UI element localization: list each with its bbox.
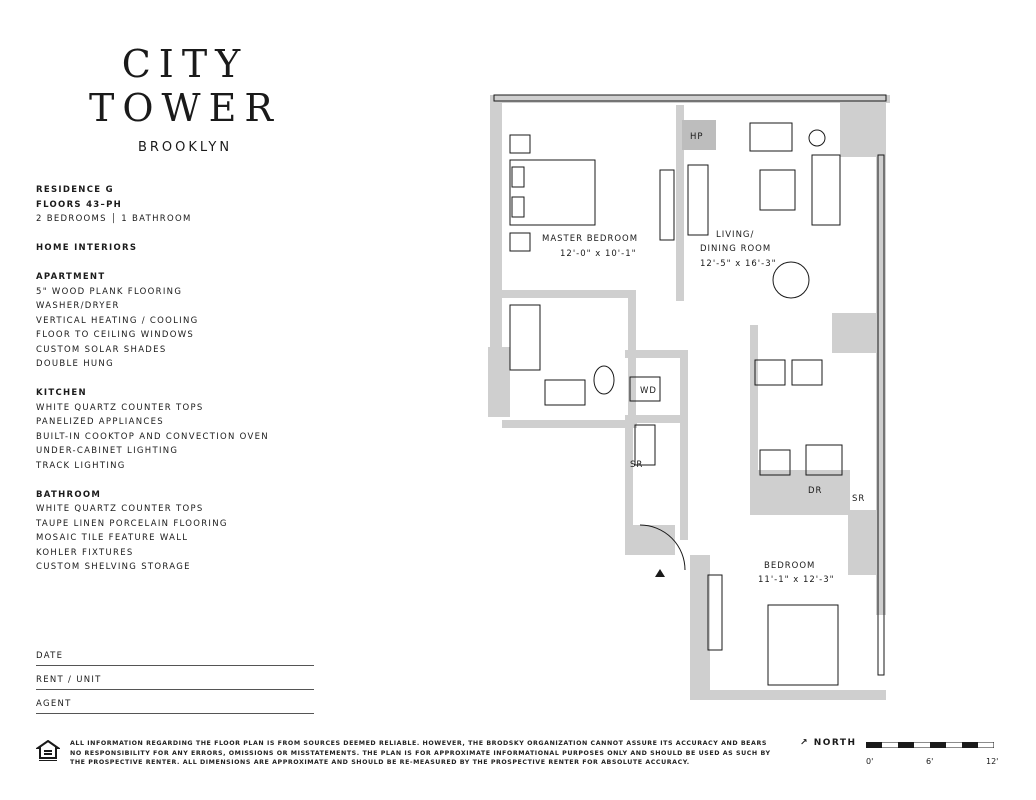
- bedroom-dim: 11'-1" x 12'-3": [758, 575, 835, 585]
- north-indicator: ↗ NORTH: [800, 738, 857, 748]
- apartment-item: WASHER/DRYER: [36, 301, 120, 311]
- date-label: DATE: [36, 651, 64, 661]
- scale-label-0: 0': [866, 757, 874, 766]
- apartment-item: DOUBLE HUNG: [36, 359, 114, 369]
- bathroom-item: KOHLER FIXTURES: [36, 547, 134, 558]
- living-label-2: DINING ROOM: [700, 244, 771, 254]
- kitchen-item: UNDER-CABINET LIGHTING: [36, 446, 179, 456]
- residence-rooms: 2 BEDROOMS │ 1 BATHROOM: [36, 214, 192, 224]
- bathroom-item: MOSAIC TILE FEATURE WALL: [36, 533, 189, 543]
- north-label: NORTH: [813, 738, 857, 748]
- kitchen-item: PANELIZED APPLIANCES: [36, 417, 164, 427]
- sr-label-1: SR: [630, 460, 643, 470]
- bedroom-label: BEDROOM: [764, 561, 815, 571]
- north-arrow-icon: ↗: [800, 738, 810, 748]
- entry-arrow-icon: [655, 569, 665, 577]
- kitchen-heading: KITCHEN: [36, 388, 87, 398]
- wd-label: WD: [640, 386, 657, 396]
- logo-city: CITY: [121, 42, 249, 86]
- scale-label-6: 6': [926, 757, 934, 766]
- residence-info: RESIDENCE G FLOORS 43–PH 2 BEDROOMS │ 1 …: [36, 183, 336, 575]
- dr-label: DR: [808, 486, 822, 496]
- logo-tower: TOWER: [89, 86, 281, 130]
- bathroom-item: WHITE QUARTZ COUNTER TOPS: [36, 504, 204, 514]
- agent-field: AGENT: [36, 696, 314, 714]
- master-bedroom-label: MASTER BEDROOM: [542, 234, 638, 244]
- apartment-item: VERTICAL HEATING / COOLING: [36, 315, 199, 326]
- rent-unit-label: RENT / UNIT: [36, 675, 102, 685]
- living-label-1: LIVING/: [716, 230, 754, 240]
- date-field: DATE: [36, 648, 314, 666]
- kitchen-item: TRACK LIGHTING: [36, 460, 126, 471]
- bathroom-heading: BATHROOM: [36, 489, 102, 500]
- apartment-item: CUSTOM SOLAR SHADES: [36, 344, 167, 355]
- living-dim: 12'-5" x 16'-3": [700, 259, 777, 269]
- logo-brooklyn: BROOKLYN: [137, 140, 233, 155]
- equal-housing-icon: [36, 740, 60, 761]
- apartment-item: FLOOR TO CEILING WINDOWS: [36, 330, 195, 340]
- apartment-item: 5" WOOD PLANK FLOORING: [36, 286, 183, 297]
- apartment-heading: APARTMENT: [36, 272, 106, 282]
- floor-plan: MASTER BEDROOM 12'-0" x 10'-1" LIVING/ D…: [488, 94, 890, 700]
- residence-name: RESIDENCE G: [36, 185, 114, 195]
- home-interiors-heading: HOME INTERIORS: [36, 243, 138, 253]
- rent-unit-field: RENT / UNIT: [36, 672, 314, 690]
- disclaimer-text: ALL INFORMATION REGARDING THE FLOOR PLAN…: [70, 740, 771, 766]
- scale-bar: [866, 742, 994, 748]
- residence-floors: FLOORS 43–PH: [36, 199, 123, 210]
- hp-label: HP: [690, 132, 704, 142]
- bathroom-item: CUSTOM SHELVING STORAGE: [36, 562, 191, 572]
- kitchen-item: BUILT-IN COOKTOP AND CONVECTION OVEN: [36, 431, 269, 442]
- agent-label: AGENT: [36, 699, 72, 709]
- sr-label-2: SR: [852, 494, 865, 504]
- bathroom-item: TAUPE LINEN PORCELAIN FLOORING: [36, 518, 228, 529]
- master-bedroom-dim: 12'-0" x 10'-1": [560, 249, 637, 259]
- kitchen-item: WHITE QUARTZ COUNTER TOPS: [36, 402, 204, 413]
- scale-label-12: 12': [986, 757, 999, 766]
